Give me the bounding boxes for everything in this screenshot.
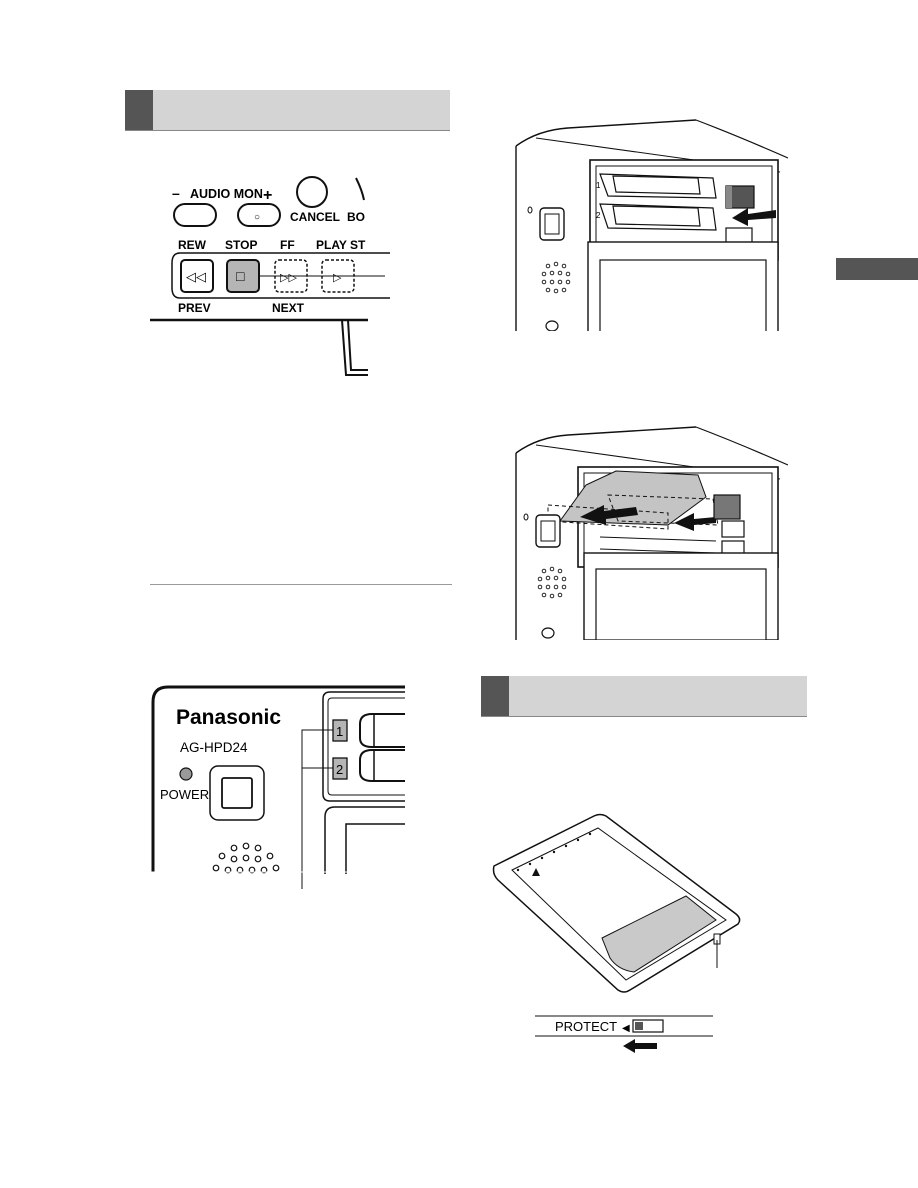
bottom-label-cut: BO [347,210,365,224]
cancel-button[interactable] [296,176,328,208]
lcd-screen [595,568,767,640]
card-remove-figure [515,426,788,640]
power-led [527,206,533,214]
chassis-edge [341,319,368,376]
audio-minus-label: – [172,185,180,201]
ff-label: FF [280,238,295,252]
chapter-side-tab [836,258,918,280]
lcd-screen [599,259,767,333]
section-header-tab [481,676,509,716]
eject-button-2[interactable] [721,520,745,538]
power-label: POWER [160,787,209,802]
audio-plus-dot: ○ [254,212,260,223]
lcd-bezel [324,806,405,874]
front-panel-housing [151,685,405,872]
slot-bay-inner [327,697,405,796]
protect-arrow-marker: ◀ [622,1023,630,1034]
eject-button-1[interactable] [713,494,741,520]
audio-plus-button[interactable] [237,203,281,227]
section-divider [150,584,452,585]
card-contacts [516,832,592,872]
slot-1-number: 1 [596,181,601,190]
ff-symbol: ▷▷ [280,272,297,284]
model-name: AG-HPD24 [180,740,248,755]
speaker-grille [537,566,567,599]
device-top-edge [515,119,697,147]
section-header-left [125,90,450,131]
slot-2-number: 2 [596,211,601,220]
prev-label: PREV [178,301,211,315]
device-top-edge [515,426,697,454]
protect-direction-arrow [623,1039,657,1053]
slot-2-number: 2 [336,762,343,777]
slot-2-eject-lever[interactable] [359,749,405,782]
protect-indicator: PROTECT ◀ [535,1015,713,1053]
next-label: NEXT [272,301,305,315]
section-header-tab [125,90,153,130]
audio-plus-label: + [263,187,272,204]
section-header-right [481,676,807,717]
front-panel-figure: Panasonic AG-HPD24 POWER 1 2 [150,685,405,889]
speaker-grille [541,261,571,294]
protect-label: PROTECT [555,1019,617,1034]
power-button-inner [221,777,253,809]
control-panel-figure: – AUDIO MON + ○ CANCEL BO REW STOP FF PL… [150,176,390,376]
bottom-button-edge [355,177,365,201]
push-arrow [674,513,716,531]
slot-2-card [612,205,701,227]
remove-arrow [580,505,638,525]
play-symbol: ▷ [333,272,342,284]
slot-1-card [612,175,701,195]
transport-frame [171,252,390,299]
rew-label: REW [178,238,207,252]
card-label-area [601,895,717,973]
lcd-screen [345,823,405,874]
power-led [179,767,193,781]
audio-mon-label: AUDIO MON [190,187,263,201]
audio-minus-button[interactable] [173,203,217,227]
slot-1-eject-lever[interactable] [359,713,405,748]
insert-direction-mark [532,868,540,876]
card-insert-figure: 1 2 [508,119,788,333]
slot-leader-bracket [301,729,333,889]
play-label: PLAY ST [316,238,366,252]
slot-bay [322,691,405,802]
rew-symbol: ◁◁ [186,269,206,284]
stop-label: STOP [225,238,257,252]
rew-button[interactable] [180,259,214,293]
speaker-grille [212,842,280,874]
p2-card-figure [492,813,741,993]
cancel-label: CANCEL [290,210,340,224]
device-top-right [695,119,788,159]
slot-1-number: 1 [336,724,343,739]
stop-symbol: □ [236,268,245,284]
brand-logo: Panasonic [176,706,281,729]
push-arrow [732,208,776,226]
jack [545,320,559,332]
